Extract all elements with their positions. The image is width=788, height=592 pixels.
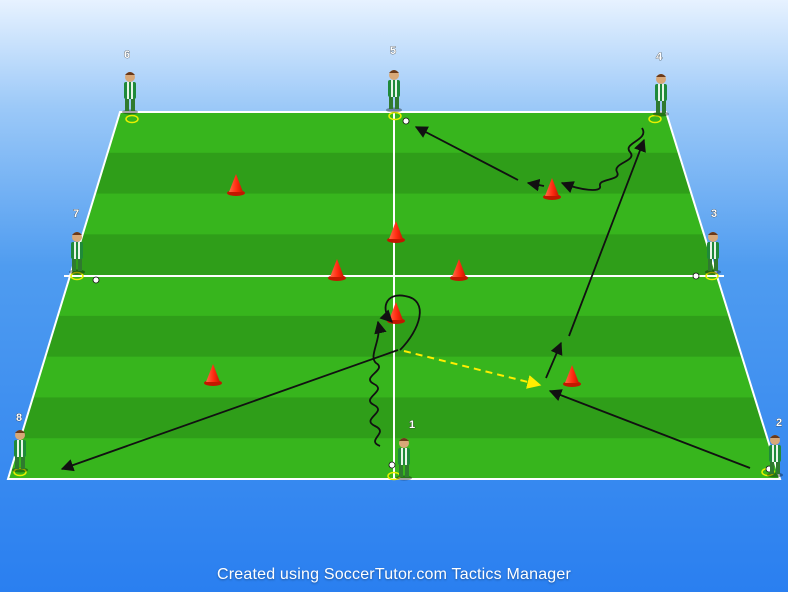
position-marker — [13, 467, 27, 477]
pass-arrow — [526, 178, 545, 192]
player: 8 — [12, 412, 28, 473]
cone — [543, 178, 561, 200]
run-arrow — [545, 341, 563, 379]
pass-arrow — [568, 138, 646, 337]
player-number: 5 — [390, 45, 396, 57]
cone — [204, 364, 222, 386]
player: 7 — [69, 208, 85, 275]
player-number: 2 — [776, 417, 782, 429]
cones — [204, 174, 581, 387]
position-marker — [125, 114, 139, 124]
position-marker — [705, 271, 719, 281]
ball-icon — [388, 461, 396, 469]
player-number: 8 — [16, 412, 22, 424]
ball-icon — [402, 117, 410, 125]
position-marker — [648, 114, 662, 124]
player: 2 — [767, 417, 783, 478]
ball-icon — [92, 276, 100, 284]
position-marker — [388, 111, 402, 121]
dribble-path — [560, 127, 645, 193]
ball-icon — [692, 272, 700, 280]
cone — [227, 174, 245, 196]
player: 1 — [396, 419, 415, 481]
player-number: 7 — [73, 208, 79, 220]
player-number: 1 — [409, 419, 415, 431]
player-number: 3 — [711, 208, 717, 220]
player: 3 — [705, 208, 721, 275]
players: 1 2 3 — [12, 45, 783, 481]
pass-arrow — [548, 389, 751, 469]
curl-run — [379, 294, 421, 351]
movement-arrows — [60, 126, 751, 472]
player: 4 — [653, 51, 669, 117]
cone — [328, 259, 346, 281]
pass-arrow — [414, 126, 519, 181]
player-number: 6 — [124, 49, 130, 61]
credit-text: Created using SoccerTutor.com Tactics Ma… — [216, 566, 572, 583]
pitch-boundary — [6, 111, 782, 480]
cone — [387, 221, 405, 243]
cone — [450, 259, 468, 281]
position-marker — [70, 271, 84, 281]
pass-arrow — [60, 349, 399, 472]
cone — [563, 365, 581, 387]
player: 6 — [122, 49, 138, 115]
player-number: 4 — [656, 51, 663, 63]
dribble-path — [369, 320, 387, 447]
player: 5 — [386, 45, 402, 113]
